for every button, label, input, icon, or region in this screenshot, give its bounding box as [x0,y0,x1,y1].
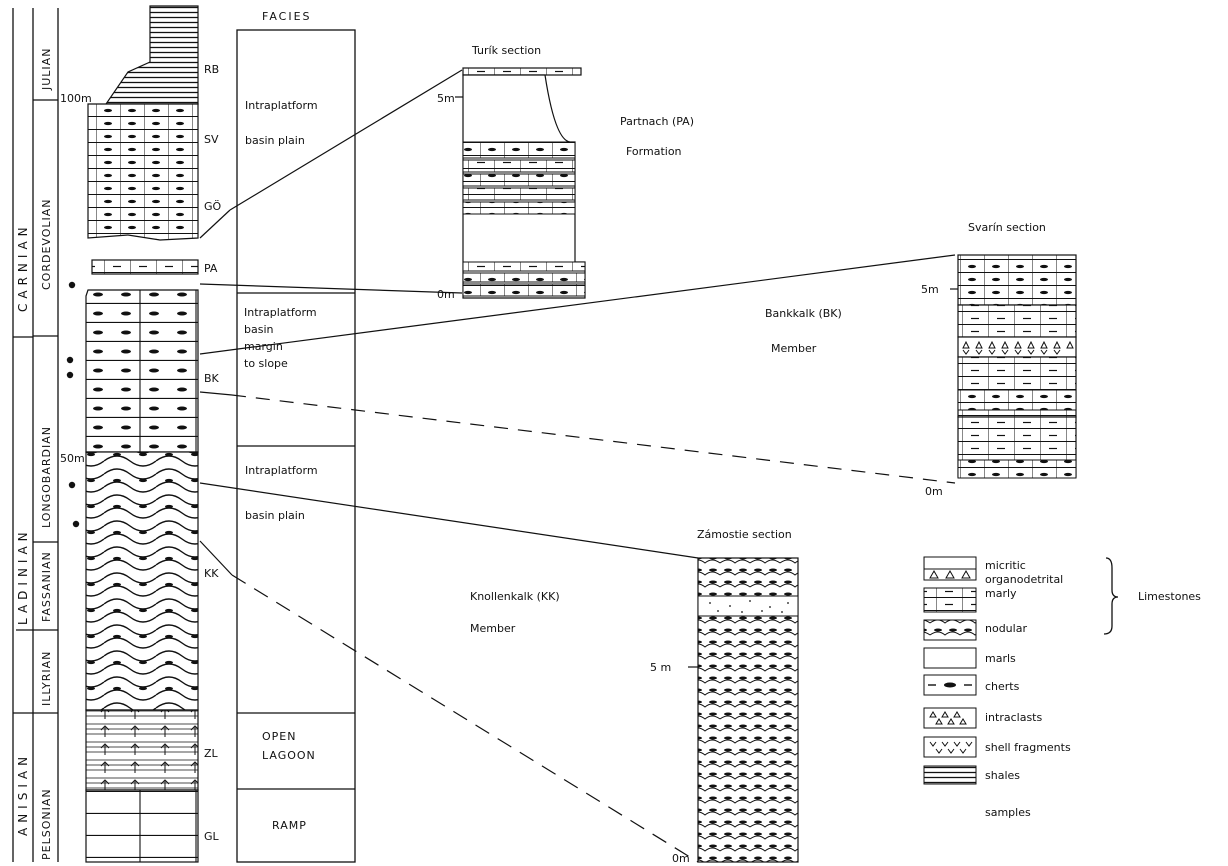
stage-ladinian: LADINIAN [16,527,30,625]
facies-zone-5-line-1: RAMP [272,819,307,832]
svarin-section-column [950,255,1076,478]
svarin-section-title: Svarín section [968,221,1046,234]
zamostie-mark-5m: 5 m [650,661,671,674]
legend-swatch-nodular [924,620,976,640]
legend-label-shales: shales [985,769,1020,782]
legend-label-marly: marly [985,587,1017,600]
facies-zone-3-line-2: basin plain [245,509,305,522]
bankkalk-sublabel: Member [771,342,817,355]
legend-label-micritic: micritic [985,559,1026,572]
substage-longobardian: LONGOBARDIAN [40,426,53,528]
legend-label-organodetrital: organodetrital [985,573,1063,586]
bankkalk-label: Bankkalk (BK) [765,307,842,320]
facies-zone-3-line-1: Intraplatform [245,464,318,477]
legend-swatch-marls [924,648,976,668]
stage-anisian: ANISIAN [16,752,30,836]
legend-label-intraclasts: intraclasts [985,711,1042,724]
knollenkalk-label: Knollenkalk (KK) [470,590,560,603]
facies-zone-2-line-3: margin [244,340,283,353]
legend-label-nodular: nodular [985,622,1027,635]
legend-swatch-intraclasts [924,708,976,728]
turik-section-title: Turík section [471,44,541,57]
facies-zone-1-line-1: Intraplatform [245,99,318,112]
stage-carnian: CARNIAN [16,222,30,312]
facies-zone-2-line-2: basin [244,323,274,336]
legend-label-marls: marls [985,652,1016,665]
height-mark-100m: 100m [60,92,92,105]
legend-swatch-shell-fragments [924,737,976,757]
zamostie-mark-0m: 0m [672,852,690,865]
legend-swatch-micritic [924,557,976,580]
svarin-mark-5m: 5m [921,283,939,296]
svarin-mark-0m: 0m [925,485,943,498]
legend-label-cherts: cherts [985,680,1020,693]
zamostie-section-column [688,558,798,862]
legend-label-shell-fragments: shell fragments [985,741,1071,754]
legend-swatch-marly [924,588,976,612]
substage-pelsonian: PELSONIAN [40,788,53,860]
substage-fassanian: FASSANIAN [40,551,53,622]
unit-sv: SV [204,133,219,146]
substage-illyrian: ILLYRIAN [40,651,53,706]
legend-label-samples: samples [985,806,1031,819]
knollenkalk-sublabel: Member [470,622,516,635]
unit-zl: ZL [204,747,219,760]
substage-cordevolian: CORDEVOLIAN [40,198,53,290]
facies-header: FACIES [262,10,312,23]
sample-dots [67,282,79,527]
facies-zone-4-line-1: OPEN [262,730,296,743]
legend-brace [1104,558,1118,634]
legend: micritic organodetrital marly nodular ma… [924,557,1201,819]
stage-labels: CARNIAN LADINIAN ANISIAN JULIAN CORDEVOL… [16,48,53,860]
unit-bk: BK [204,372,220,385]
unit-gl: GL [204,830,220,843]
facies-zone-4-line-2: LAGOON [262,749,316,762]
unit-kk: KK [204,567,219,580]
legend-swatch-shales [924,766,976,784]
facies-zone-2-line-1: Intraplatform [244,306,317,319]
legend-swatch-cherts [924,675,976,695]
unit-pa: PA [204,262,218,275]
height-mark-50m: 50m [60,452,85,465]
zamostie-section-title: Zámostie section [697,528,792,541]
facies-zone-labels: Intraplatform basin plain Intraplatform … [244,99,318,832]
unit-go: GÖ [204,200,222,213]
legend-group-label: Limestones [1138,590,1201,603]
turik-section-column [455,68,585,298]
turik-mark-0m: 0m [437,288,455,301]
facies-zone-1-line-2: basin plain [245,134,305,147]
unit-rb: RB [204,63,219,76]
main-lithology-column [86,6,198,862]
substage-julian: JULIAN [40,48,53,91]
unit-labels: RB SV GÖ PA BK KK ZL GL [204,63,222,843]
partnach-label: Partnach (PA) [620,115,694,128]
turik-mark-5m: 5m [437,92,455,105]
partnach-sublabel: Formation [626,145,682,158]
facies-zone-2-line-4: to slope [244,357,288,370]
